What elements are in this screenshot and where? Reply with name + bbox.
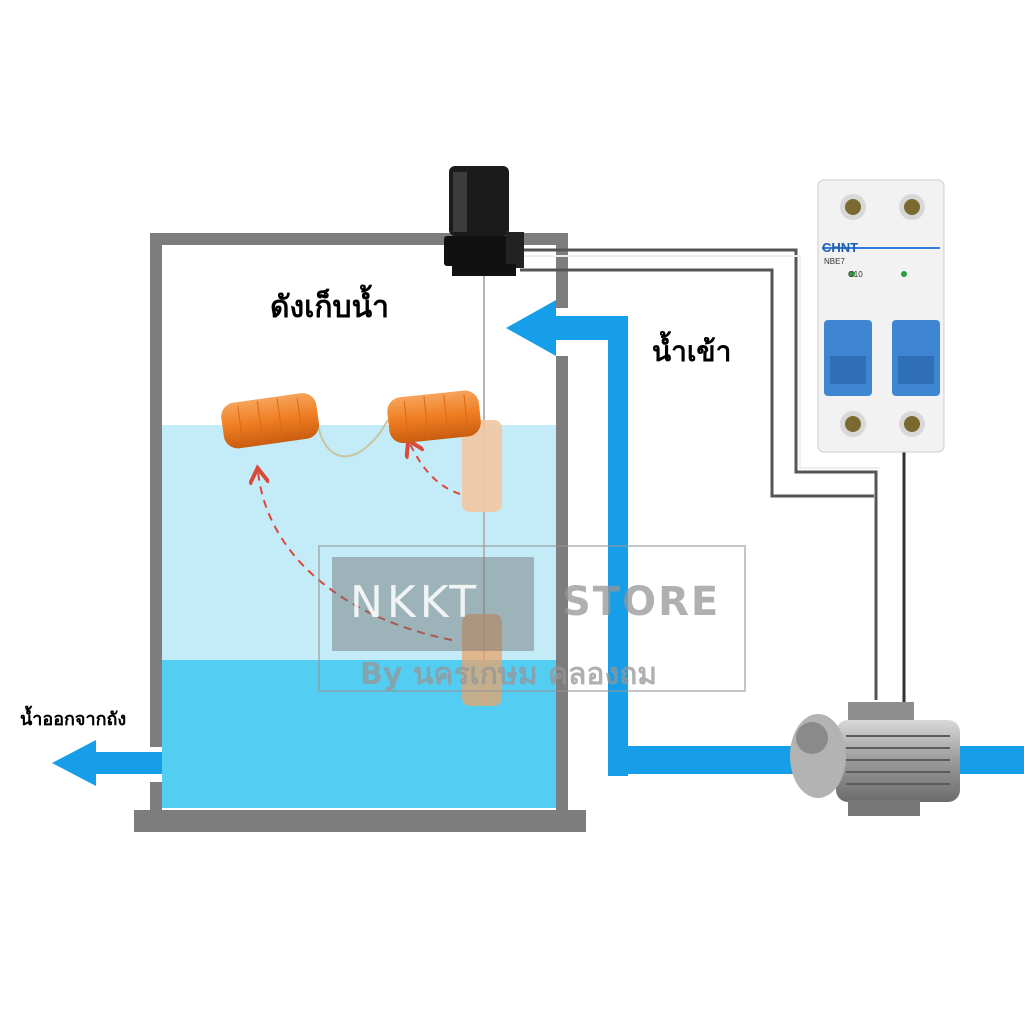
wiring: [520, 248, 906, 702]
watermark-store: STORE: [562, 579, 721, 625]
water-pump: [790, 702, 960, 816]
breaker-rating: C10: [848, 270, 863, 279]
circuit-breaker: [817, 179, 945, 453]
float-lower-faded: [462, 614, 502, 706]
breaker-model: NBE7: [824, 257, 845, 266]
watermark-name: NKKT: [350, 577, 481, 628]
float-right: [387, 390, 481, 444]
float-middle-faded: [462, 420, 502, 512]
motion-arrow-small: [410, 444, 461, 495]
watermark-byline: By นครเกษม คลองถม: [360, 657, 658, 692]
float-cable: [315, 409, 389, 458]
inlet-pipe: [506, 300, 1024, 776]
float-switch-head: [444, 166, 524, 276]
float-left: [221, 393, 320, 449]
water-out-label: น้ำออกจากถัง: [20, 709, 127, 730]
tank-label: ดังเก็บน้ำ: [270, 290, 389, 325]
outlet-arrow: [52, 740, 162, 786]
breaker-brand: CHNT: [822, 240, 859, 255]
watermark: NKKT STORE By นครเกษม คลองถม: [318, 545, 746, 692]
watermark-box: [332, 557, 534, 651]
motion-arrow-large: [258, 472, 453, 641]
water-in-label: น้ำเข้า: [652, 335, 732, 368]
